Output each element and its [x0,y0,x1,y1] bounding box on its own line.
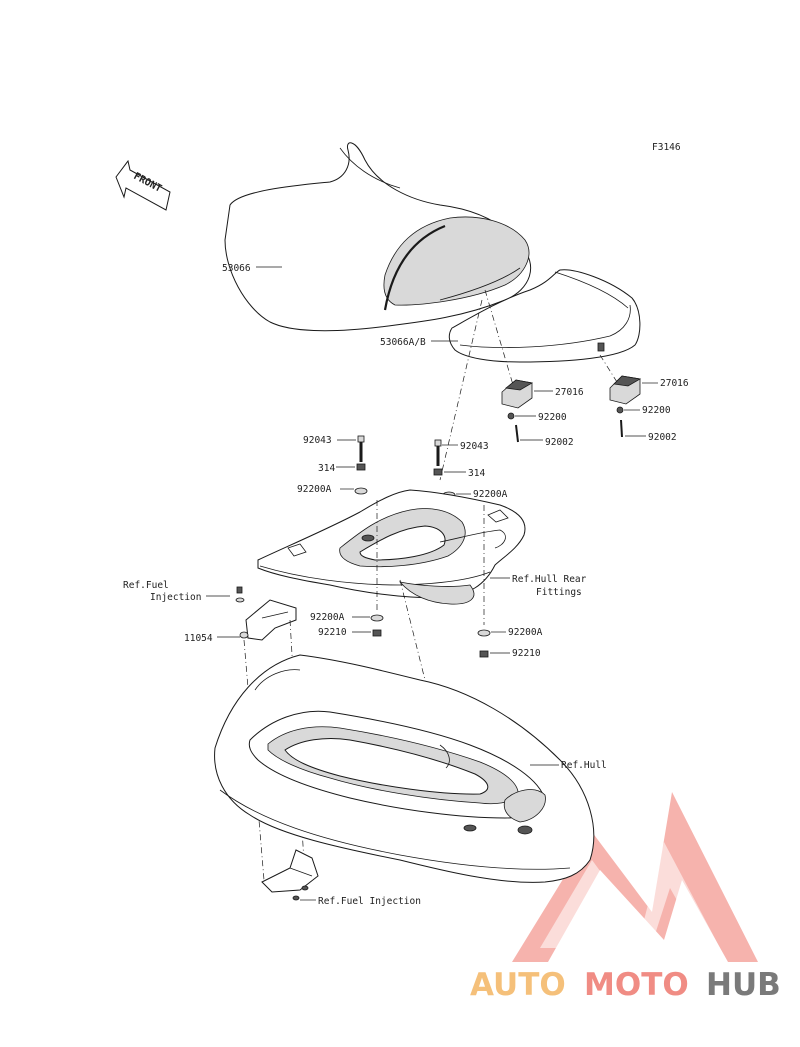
hull [214,654,595,883]
bolt-right [434,439,442,466]
ref-hull-rear-line1: Ref.Hull Rear [512,574,587,585]
rear-seat [448,269,641,363]
screw-left [515,424,519,443]
ref-hull-rear-line2: Fittings [536,587,582,598]
washer-left [507,412,515,420]
ref-hull-label: Ref.Hull [561,760,607,771]
nut-right-label: 314 [468,468,485,479]
rear-seat-label-group: 53066A/B [380,337,458,348]
watermark-moto: MOTO [584,967,689,1003]
watermark-hub: HUB [706,967,781,1003]
ref-fuel-injection-top-line2: Injection [150,592,201,603]
nut-right [433,468,443,476]
nut-lower-right-label: 92210 [512,648,541,659]
washer-a-upper-left [354,487,368,495]
bolt-left [357,435,365,462]
rubber-block-left [501,379,534,409]
main-seat-label-group: 53066 [222,263,282,274]
watermark-logo-icon [512,792,758,962]
ref-fuel-injection-top-line1: Ref.Fuel [123,580,169,591]
bolt-right-label: 92043 [460,441,489,452]
seat-base-frame [257,489,526,605]
nut-lower-right [479,650,489,658]
washer-right-label: 92200 [642,405,671,416]
front-arrow-icon: FRONT [115,159,171,211]
bracket-label: 11054 [184,633,213,644]
watermark-auto: AUTO [470,967,566,1003]
bracket [239,599,297,641]
watermark-text: AUTO MOTO HUB [470,967,781,1003]
nut-left [356,463,366,471]
washer-right [616,406,624,414]
washer-left-label: 92200 [538,412,567,423]
nut-lower-left [372,629,382,637]
washer-a-lower-left-label: 92200A [310,612,345,623]
screw-left-label: 92002 [545,437,574,448]
seat-main-label: 53066 [222,263,251,274]
small-screw-top [235,586,245,603]
nut-left-label: 314 [318,463,335,474]
rubber-left-label: 27016 [555,387,584,398]
bolt-left-label: 92043 [303,435,332,446]
washer-a-upper-left-label: 92200A [297,484,332,495]
rubber-block-right [609,375,642,405]
washer-a-lower-right [477,629,491,637]
seat-rear-label: 53066A/B [380,337,426,348]
screw-right [620,419,623,438]
ref-fuel-injection-bottom: Ref.Fuel Injection [318,896,421,907]
main-seat [224,142,532,332]
figure-code: F3146 [652,142,681,153]
lower-bracket [261,849,319,901]
nut-lower-left-label: 92210 [318,627,347,638]
washer-a-lower-right-label: 92200A [508,627,543,638]
screw-right-label: 92002 [648,432,677,443]
rubber-right-label: 27016 [660,378,689,389]
washer-a-upper-right-label: 92200A [473,489,508,500]
washer-a-lower-left [370,614,384,622]
